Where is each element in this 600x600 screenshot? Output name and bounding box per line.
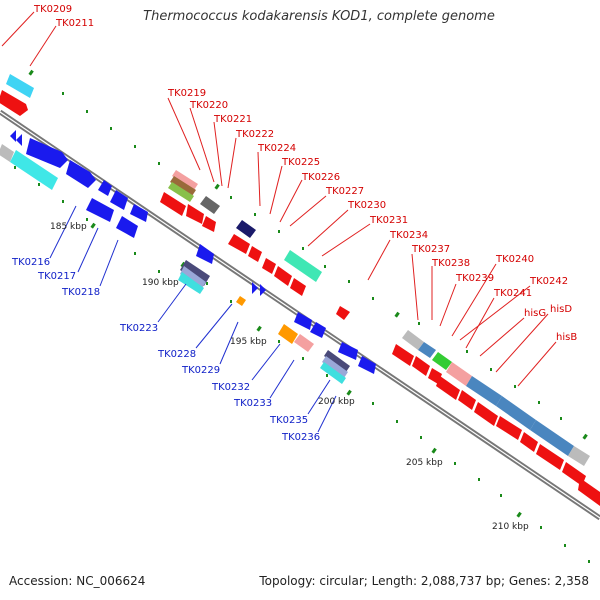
label-TK0230: TK0230 [347,200,386,211]
forward-strand-features [6,74,590,466]
gene-reverse [86,198,114,222]
gene-reverse [260,284,266,296]
label-TK0224: TK0224 [257,143,296,154]
scale-195: 195 kbp [230,337,267,347]
gene-forward [520,432,538,452]
label-TK0216: TK0216 [11,257,50,268]
accession-text: Accession: NC_006624 [9,574,146,588]
reverse-label-leaders [49,205,337,433]
gene-forward [536,444,564,470]
gene-reverse [130,204,148,222]
scale-labels: 185 kbp 190 kbp 195 kbp 200 kbp 205 kbp … [50,222,529,532]
label-TK0223: TK0223 [119,323,158,334]
genome-summary-text: Topology: circular; Length: 2,088,737 bp… [259,574,589,588]
gene-forward [290,278,306,296]
gene-forward [392,344,414,366]
label-TK0228: TK0228 [157,349,196,360]
label-TK0241: TK0241 [493,288,532,299]
gene-forward [336,306,350,320]
label-TK0211: TK0211 [55,18,94,29]
label-TK0233: TK0233 [233,398,272,409]
forward-label-leaders [1,11,557,387]
gene-reverse [10,130,16,142]
gene-forward [474,402,498,426]
scale-200: 200 kbp [318,397,355,407]
outer-tick-marks [28,69,588,440]
label-TK0222: TK0222 [235,129,274,140]
label-hisB: hisB [556,332,577,343]
gene-forward [412,356,430,376]
label-TK0227: TK0227 [325,186,364,197]
label-TK0218: TK0218 [61,287,100,298]
gene-reverse [98,180,112,196]
gene-reverse [110,190,128,210]
gene-reverse [294,312,312,330]
reverse-strand-genes [10,130,376,374]
label-TK0239: TK0239 [455,273,494,284]
gene-forward [274,266,292,286]
gene-reverse [358,356,376,374]
scale-190: 190 kbp [142,278,179,288]
scale-205: 205 kbp [406,458,443,468]
gene-reverse [252,282,258,294]
reverse-strand-features [0,144,350,384]
gene-forward [0,90,28,116]
gene-reverse [16,134,22,146]
gene-forward [228,234,250,254]
inner-tick-marks [14,166,590,563]
label-TK0229: TK0229 [181,365,220,376]
label-TK0238: TK0238 [431,258,470,269]
gene-forward [248,246,262,262]
gene-forward [186,204,204,224]
gene-reverse [26,138,68,168]
label-TK0242: TK0242 [529,276,568,287]
label-TK0209: TK0209 [33,4,72,15]
label-TK0219: TK0219 [167,88,206,99]
label-TK0237: TK0237 [411,244,450,255]
label-TK0231: TK0231 [369,215,408,226]
gene-forward [160,192,186,216]
label-TK0226: TK0226 [301,172,340,183]
gene-reverse [310,322,326,338]
reverse-labels: TK0216 TK0217 TK0218 TK0223 TK0228 TK022… [11,257,320,443]
gene-forward [436,376,460,400]
label-TK0234: TK0234 [389,230,428,241]
label-TK0221: TK0221 [213,114,252,125]
label-TK0220: TK0220 [189,100,228,111]
gene-forward [458,390,476,410]
gene-forward [578,478,600,506]
gene-forward [262,258,276,274]
gene-reverse [196,244,214,264]
label-TK0235: TK0235 [269,415,308,426]
label-TK0217: TK0217 [37,271,76,282]
gene-reverse [116,216,138,238]
label-TK0236: TK0236 [281,432,320,443]
scale-185: 185 kbp [50,222,87,232]
gene-reverse [338,342,358,360]
forward-labels: TK0209 TK0211 TK0219 TK0220 TK0221 TK022… [33,4,577,343]
label-TK0225: TK0225 [281,157,320,168]
label-hisD: hisD [550,304,572,315]
scale-210: 210 kbp [492,522,529,532]
label-TK0240: TK0240 [495,254,534,265]
label-hisG: hisG [524,308,546,319]
gene-reverse [66,160,96,188]
forward-strand-genes [0,90,600,506]
gene-forward [202,216,216,232]
label-TK0232: TK0232 [211,382,250,393]
map-title: Thermococcus kodakarensis KOD1, complete… [143,9,495,24]
gene-forward [496,416,522,440]
